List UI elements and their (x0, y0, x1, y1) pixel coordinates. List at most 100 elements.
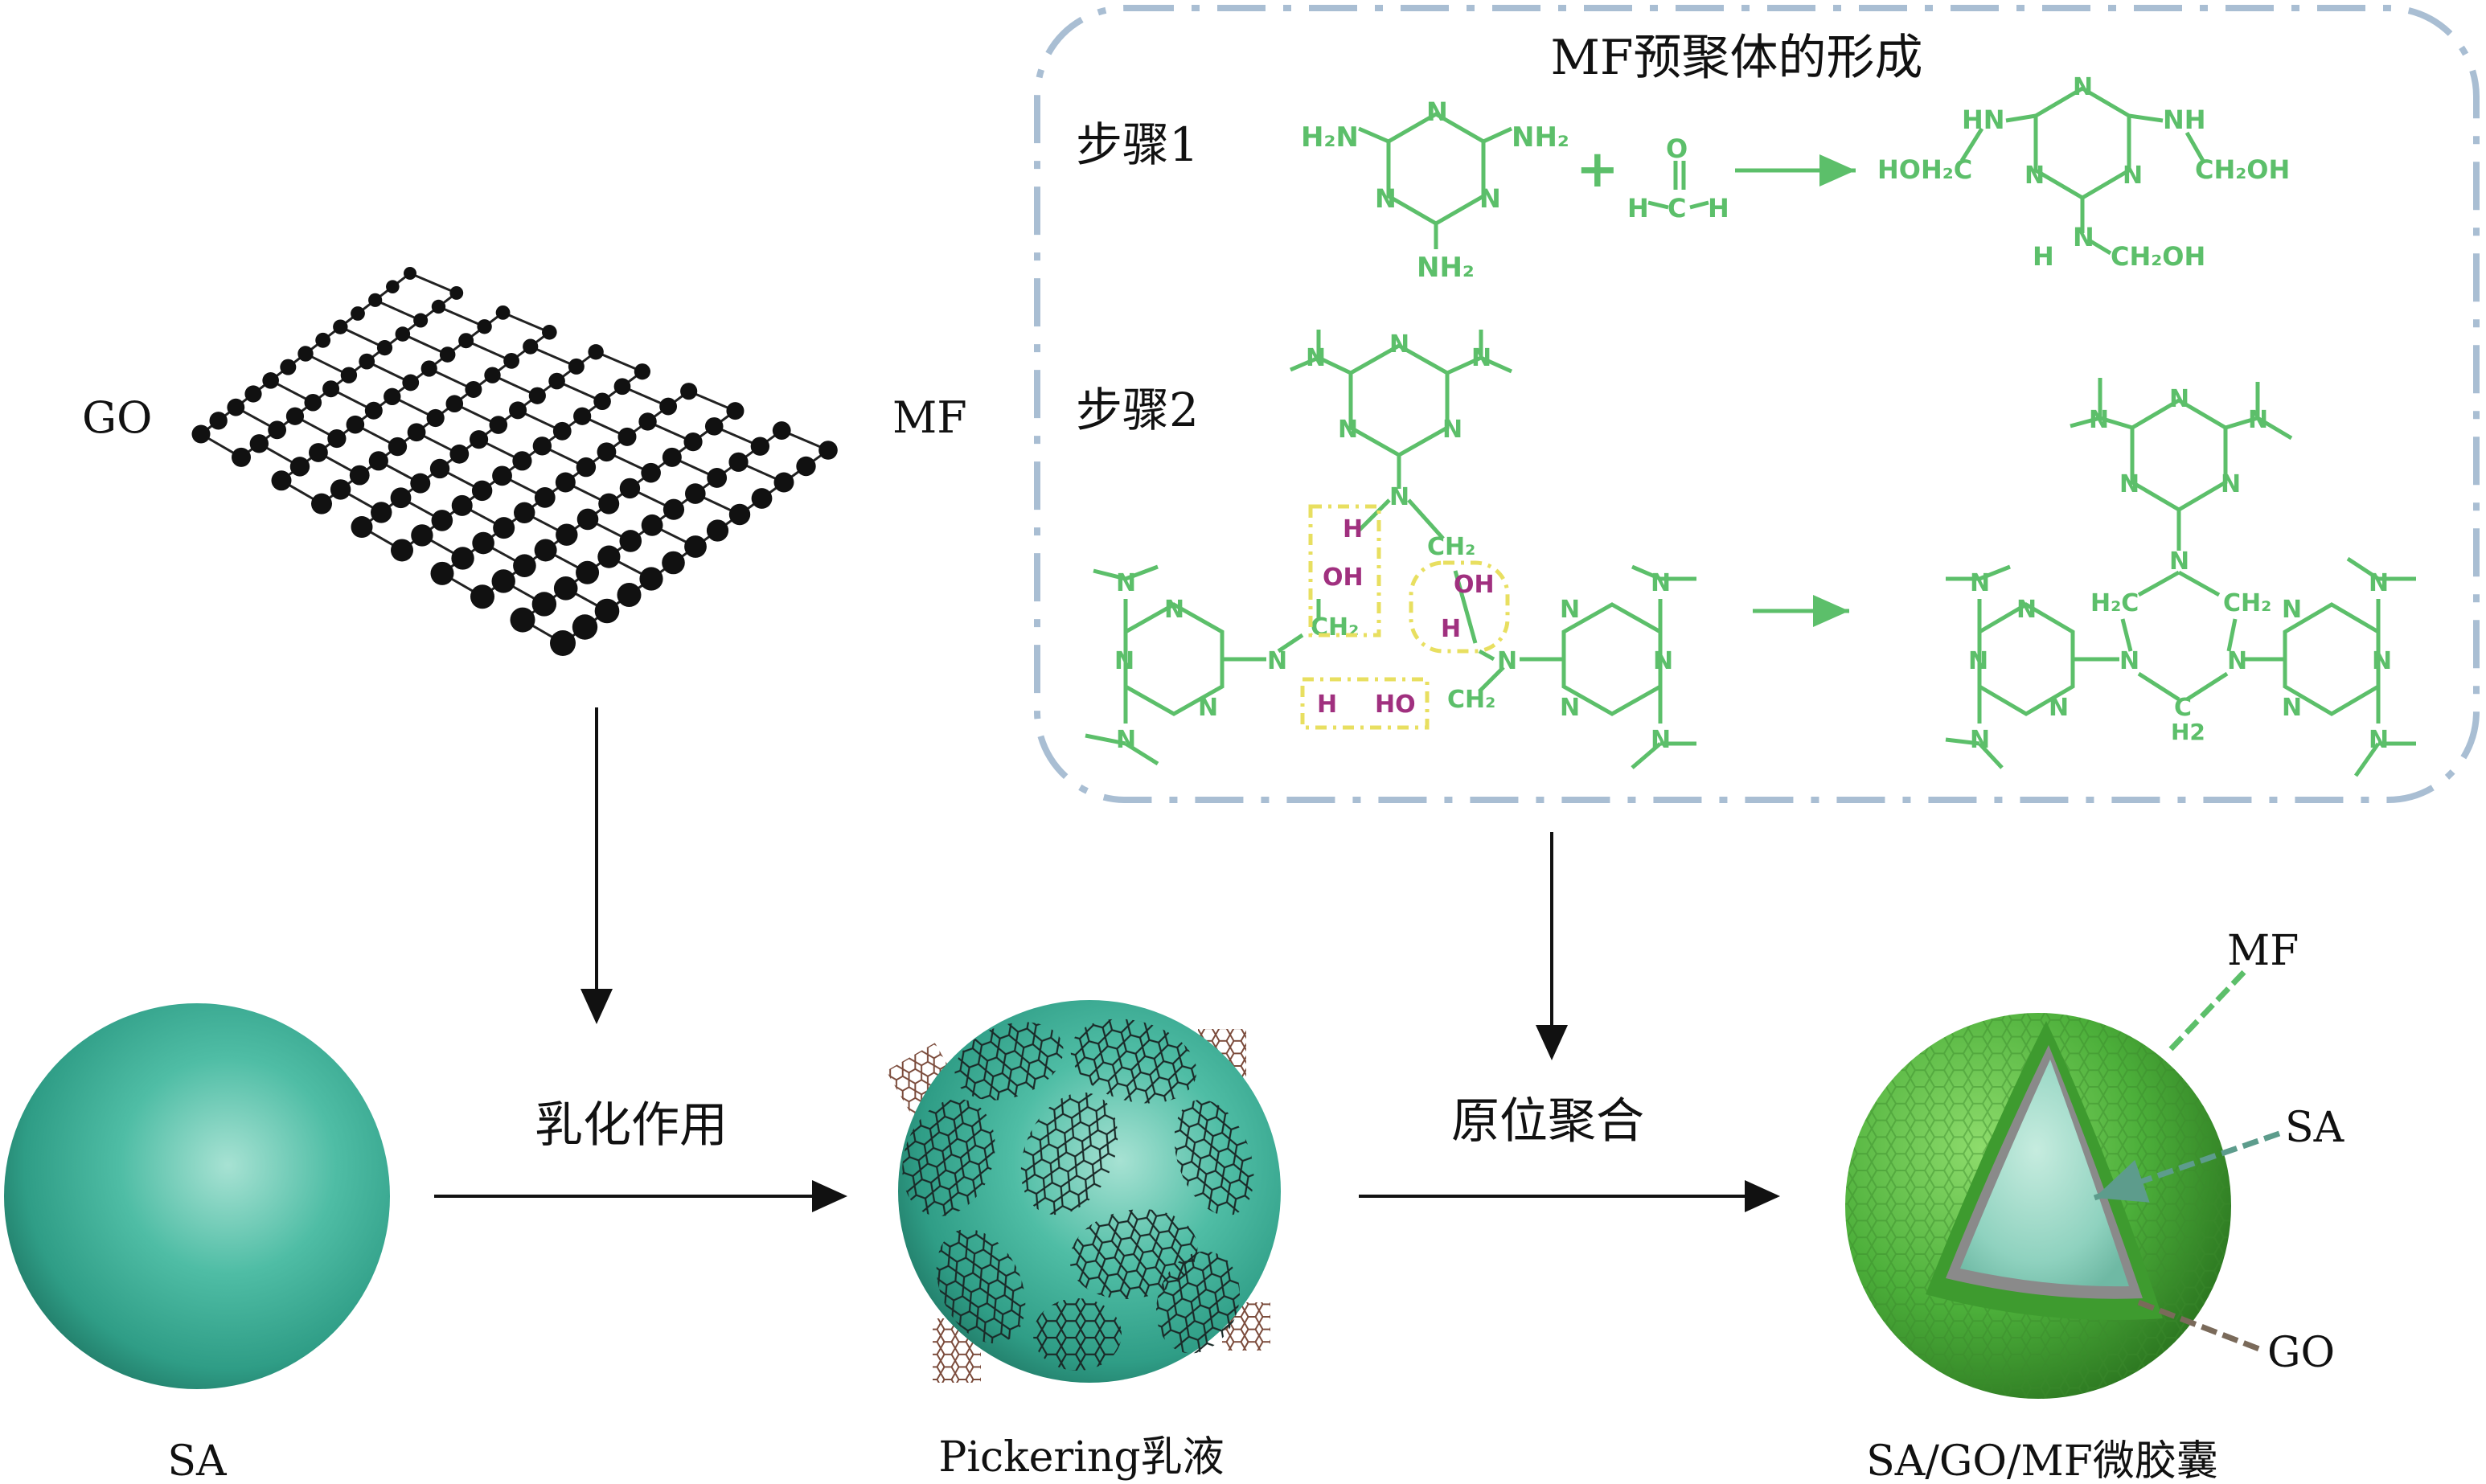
svg-text:C: C (2174, 694, 2192, 722)
svg-text:N: N (1497, 647, 1517, 675)
go-bond (595, 351, 643, 373)
go-atom (484, 367, 501, 383)
go-bond (375, 298, 421, 322)
methylol-melamine-molecule: HN NH HOH₂C CH₂OH H N CH₂OH N N N (1877, 73, 2290, 272)
go-atom (528, 387, 546, 404)
go-atom (542, 325, 557, 340)
go-atom (471, 480, 493, 502)
go-atom (327, 428, 347, 449)
go-atom (431, 510, 453, 531)
go-atom (548, 372, 565, 390)
go-atom (413, 313, 429, 328)
svg-text:N: N (2282, 694, 2302, 722)
go-atom (315, 332, 331, 348)
svg-text:OH: OH (1454, 571, 1495, 599)
svg-text:N: N (1970, 569, 1990, 597)
svg-text:H: H (1441, 615, 1461, 643)
svg-text:N: N (1338, 416, 1358, 444)
svg-text:N: N (1442, 416, 1462, 444)
go-atom (429, 458, 450, 479)
go-atom (576, 560, 600, 584)
melamine-molecule: H₂N NH₂ NH₂ N N N (1301, 96, 1569, 284)
go-atom (333, 319, 348, 334)
plus-sign: + (1576, 140, 1619, 199)
svg-text:N: N (2123, 162, 2143, 190)
svg-text:N: N (2282, 596, 2302, 624)
go-atom (410, 473, 431, 494)
go-atom (613, 378, 631, 396)
svg-text:H2: H2 (2171, 719, 2205, 745)
go-atom (619, 478, 641, 499)
go-atom (556, 523, 578, 546)
step1-label: 步骤1 (1076, 117, 1199, 172)
formaldehyde-molecule: O C H H (1627, 133, 1729, 223)
go-atom (386, 280, 400, 293)
go-atom (772, 421, 791, 440)
go-atom (227, 398, 245, 416)
svg-text:N: N (2221, 470, 2241, 498)
go-label: GO (82, 392, 152, 443)
svg-text:N: N (2119, 470, 2139, 498)
go-atom (552, 421, 572, 441)
svg-text:N: N (2369, 726, 2389, 754)
go-atom (576, 508, 599, 531)
svg-text:CH₂OH: CH₂OH (2111, 241, 2205, 272)
svg-text:N: N (1471, 344, 1491, 372)
svg-text:N: N (1560, 694, 1580, 722)
svg-text:CH₂: CH₂ (1311, 613, 1359, 642)
svg-text:N: N (2248, 406, 2268, 434)
go-atom (659, 397, 678, 416)
svg-text:CH₂OH: CH₂OH (2195, 154, 2290, 185)
svg-text:H: H (1343, 515, 1363, 543)
go-bond (530, 345, 577, 368)
go-bond (339, 326, 386, 349)
svg-text:HO: HO (1375, 691, 1416, 719)
go-atom (617, 583, 642, 607)
svg-text:OH: OH (1323, 564, 1364, 592)
go-atom (495, 305, 511, 320)
svg-text:N: N (1198, 694, 1218, 722)
svg-text:NH: NH (2163, 105, 2206, 135)
go-atom (388, 437, 408, 457)
svg-text:N: N (2089, 406, 2109, 434)
go-bond (502, 311, 550, 334)
go-atom (534, 539, 557, 562)
go-atom (351, 516, 373, 539)
go-atom (728, 452, 749, 472)
go-atom (492, 465, 512, 486)
capsule-mf-pointer (2168, 966, 2250, 1052)
svg-text:N: N (1116, 726, 1136, 754)
go-atom (244, 385, 262, 403)
go-atom (402, 374, 420, 391)
go-atom (773, 472, 794, 493)
svg-text:N: N (1479, 183, 1501, 214)
go-atom (384, 387, 401, 406)
svg-text:H: H (1627, 193, 1649, 223)
mf-prepolymer-box (1034, 5, 2480, 803)
go-atom (445, 395, 464, 413)
svg-text:NH₂: NH₂ (1417, 252, 1475, 284)
svg-text:N: N (2119, 647, 2139, 675)
go-atom (568, 358, 585, 375)
go-atom (191, 424, 211, 444)
go-atom (451, 547, 474, 570)
svg-text:N: N (1164, 596, 1184, 624)
go-atom (593, 392, 611, 411)
go-atom (420, 360, 437, 377)
go-atom (503, 352, 520, 369)
go-atom (513, 554, 536, 578)
svg-text:N: N (2372, 647, 2392, 675)
go-atom (641, 514, 663, 536)
triazine-top-left: N N N N N N (1290, 330, 1513, 511)
svg-text:H₂N: H₂N (1301, 121, 1359, 154)
go-atom (750, 437, 770, 456)
go-atom (451, 494, 473, 516)
go-atom (304, 393, 322, 412)
go-atom (430, 561, 454, 585)
go-atom (594, 598, 620, 624)
svg-text:H: H (2033, 241, 2054, 272)
svg-text:N: N (1389, 483, 1409, 511)
svg-text:O: O (1666, 133, 1688, 164)
svg-text:CH₂: CH₂ (1427, 533, 1475, 561)
svg-text:HOH₂C: HOH₂C (1877, 154, 1972, 185)
